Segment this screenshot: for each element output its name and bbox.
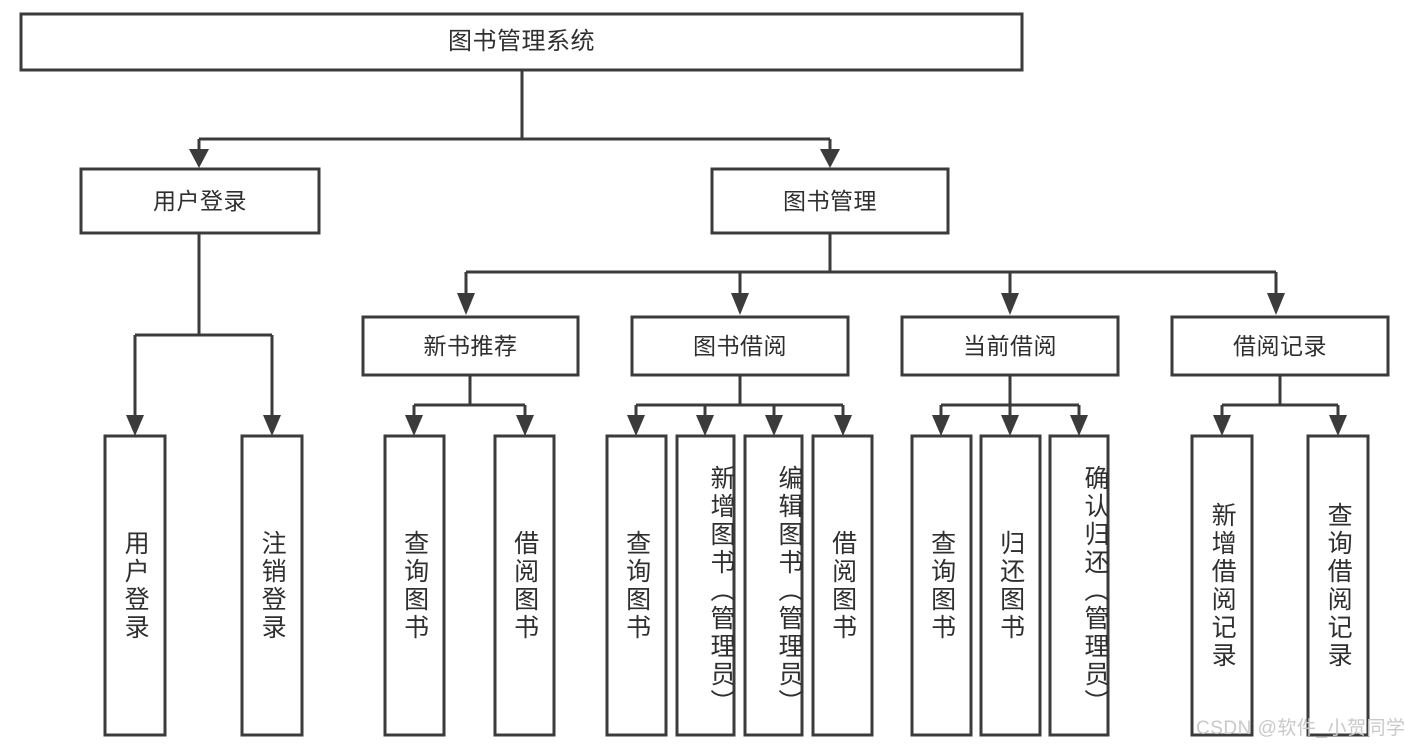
arrow-bb-leaf-2 [696,415,714,436]
arrow-cb-leaf-3 [1070,415,1088,436]
node-box-leaf-return-book[interactable] [979,434,1042,737]
node-box-leaf-query-book-1[interactable] [383,434,446,737]
node-box-leaf-add-record[interactable] [1190,434,1254,737]
node-box-leaf-query-book-2[interactable] [605,434,668,737]
node-box-leaf-query-book-3[interactable] [910,434,973,737]
node-box-leaf-borrow-book-2[interactable] [811,434,874,737]
arrow-bm-to-borrow-record [1267,293,1285,315]
arrow-bb-leaf-4 [834,415,852,436]
node-box-book-management[interactable] [710,167,950,235]
node-box-leaf-user-login[interactable] [103,434,167,737]
node-box-root[interactable] [19,12,1024,72]
arrow-cb-leaf-1 [932,415,950,436]
node-box-leaf-edit-book[interactable] [743,434,804,737]
arrow-bb-leaf-1 [627,415,645,436]
arrow-user-login-leaf-2 [263,415,281,436]
arrow-user-login-leaf-1 [126,415,144,436]
node-box-borrow-record[interactable] [1170,315,1390,377]
node-box-book-borrow[interactable] [630,315,850,377]
arrow-nbr-leaf-2 [516,415,534,436]
node-box-leaf-borrow-book-1[interactable] [493,434,556,737]
node-box-leaf-confirm-return[interactable] [1048,434,1110,737]
arrow-root-to-user-login [189,149,209,168]
arrow-bm-to-new-book-recommend [457,293,475,315]
node-box-leaf-add-book[interactable] [675,434,736,737]
arrow-bb-leaf-3 [765,415,783,436]
arrow-root-to-book-management [820,149,840,168]
node-box-leaf-logout[interactable] [240,434,304,737]
node-box-current-borrow[interactable] [900,315,1120,377]
arrow-bm-to-book-borrow [731,293,749,315]
arrow-br-leaf-1 [1213,415,1231,436]
arrow-bm-to-current-borrow [1001,293,1019,315]
node-box-user-login[interactable] [79,167,321,235]
node-box-leaf-query-record[interactable] [1306,434,1370,737]
arrow-cb-leaf-2 [1001,415,1019,436]
node-box-new-book-recommend[interactable] [361,315,580,377]
arrow-nbr-leaf-1 [405,415,423,436]
arrow-br-leaf-2 [1329,415,1347,436]
